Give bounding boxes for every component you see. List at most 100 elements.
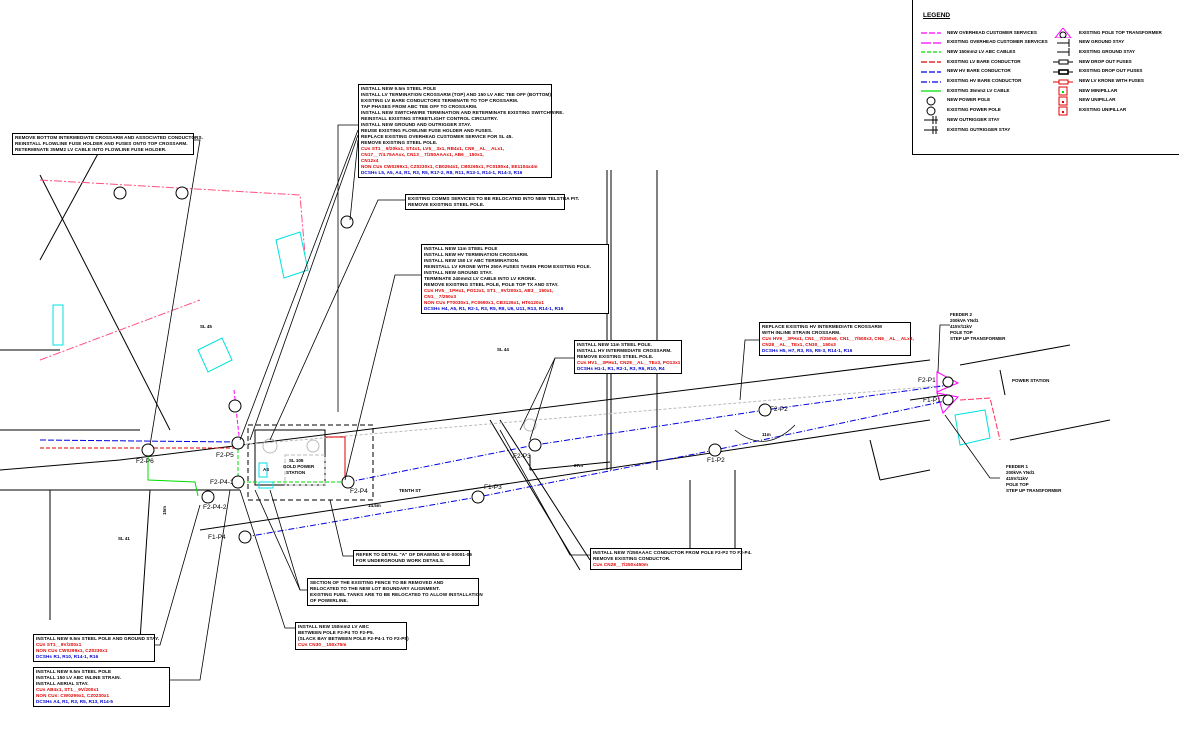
feeder-2-line: STEP UP TRANSFORMER [950,336,1006,341]
note-line: INSTALL LV TERMINATION CROSSARM (TOP) AN… [361,92,553,97]
conductors [39,179,1001,538]
legend-label: EXISTING OUTRIGGER STAY [947,126,1011,132]
note-line: INSTALL NEW 11m STEEL POLE [424,246,498,251]
legend-line-icon [921,57,941,65]
note-line: CN28__AL__TEx1, CN30__150x3 [762,342,836,347]
note-line: REMOVE EXISTING STEEL POLE. [361,140,438,145]
legend-label: NEW OVERHEAD CUSTOMER SERVICES [947,29,1037,35]
note-line: NON CUs CW0299x1, CZ0230x1 [36,648,108,653]
legend-item: EXISTING DROP OUT FUSES [1053,67,1142,75]
pole-f1-p3 [471,490,485,504]
note-line: FOR UNDERGROUND WORK DETAILS. [356,558,445,563]
legend-item: EXISTING HV BARE CONDUCTOR [921,77,1021,85]
legend-line-icon [921,47,941,55]
note-replace-crossarm: REPLACE EXISTING HV INTERMEDIATE CROSSAR… [759,322,914,356]
pole-top-transformers [936,371,960,414]
feeder-1-line: FEEDER 1 [1006,464,1029,469]
note-line: INSTALL NEW 7/250AAAC CONDUCTOR FROM POL… [593,550,752,555]
legend-circle-icon [921,96,941,106]
note-line: EXISTING LV BARE CONDUCTORS TERMINATE TO… [361,98,519,103]
legend-item: NEW MINIPILLAR [1053,86,1117,96]
note-line: REFER TO DETAIL "A" OF DRAWING W-E-00001… [356,552,473,557]
pole-label-f2-p4-1: F2-P4-1 [210,479,234,486]
note-line: INSTALL NEW 9.5m STEEL POLE AND GROUND S… [36,636,160,641]
note-line: DCSHs R1, R10, R14-1, R16 [36,654,99,659]
note-line: INSTALL NEW GROUND AND OUTRIGGER STAY. [361,122,472,127]
legend-pillar-icon [1053,86,1073,96]
note-line: REPLACE EXISTING OVERHEAD CUSTOMER SERVI… [361,134,513,139]
pole-f2-p4-2 [201,490,215,504]
legend-pillar-icon [1053,96,1073,106]
legend-label: EXISTING OVERHEAD CUSTOMER SERVICES [947,39,1048,45]
note-install-11m-intermediate: INSTALL NEW 11m STEEL POLE.INSTALL HV IN… [574,340,682,374]
lot-boundaries [0,149,1111,641]
note-line: DCSHs L5, A5, A4, R1, R3, R5, R17-2, R8,… [361,170,523,175]
legend-label: NEW LV KRONE WITH FUSES [1079,78,1144,83]
note-line: CUs CN30__150x75m [298,642,347,647]
feeder-1-label: FEEDER 1 200kVA YNd1 415V/11kV POLE TOP … [1006,464,1061,494]
overhead-service-line [39,179,306,256]
as-label: AS [263,467,270,472]
pole-f2-p4-1 [231,475,245,489]
feeder-1-line: STEP UP TRANSFORMER [1006,488,1062,493]
legend-label: NEW 150mm2 LV ABC CABLES [947,48,1016,54]
note-line: INSTALL NEW HV TERMINATION CROSSARM. [424,252,529,257]
leader-lines [149,124,1000,681]
legend-label: NEW OUTRIGGER STAY [947,116,1000,122]
legend-item: EXISTING GROUND STAY [1053,47,1135,57]
legend-item: EXISTING 35mm2 LV CABLE [921,86,1009,94]
note-line: CUs AB4x1, ST1__9V/200x1 [36,687,99,692]
feeder-2-hv-line [347,384,951,483]
note-line: REMOVE BOTTOM INTERMEDIATE CROSSARM AND … [15,135,203,140]
pole-f1-p2 [708,443,722,457]
legend-line-icon [921,77,941,85]
lot-label-sl45: SL 45 [200,324,212,329]
note-line: REINSTALL FLOWLINE FUSE HOLDER AND FUSES… [15,141,188,146]
note-line: CUs HV9__3PHx1, CN1__7/250x6, CN1__7/500… [762,336,914,341]
pole-label-f2-p1: F2-P1 [918,377,936,384]
legend-fuse-icon [1053,77,1073,85]
note-line: INSTALL NEW GROUND STAY. [424,270,493,275]
power-station-label: POWER STATION [1012,378,1050,383]
legend-label: NEW UNIPILLAR [1079,97,1116,103]
dim-14-5m: 14.5m [368,503,381,508]
feeder-2-label: FEEDER 2 200kVA YNd1 415V/11kV POLE TOP … [950,312,1005,342]
pole-f2-p2 [758,403,772,417]
legend-label: EXISTING POWER POLE [947,107,1001,113]
lot-label-sl105: SL 105 [289,458,304,463]
note-line: INSTALL 150 LV ABC INLINE STRAIN. [36,675,122,680]
note-line: EXISTING COMMS SERVICES TO BE RELOCATED … [408,196,580,201]
legend-line-icon [921,28,941,36]
note-line: DCSHs H5, H7, R3, R5, R8-3, R14-1, R16 [762,348,853,353]
note-line: INSTALL NEW 150mm2 LV ABC [298,624,369,629]
detail-a-boundary [247,424,374,501]
legend-line-icon [921,67,941,75]
poles [113,186,772,544]
pole-label-f2-p6: F2-P6 [136,458,154,465]
note-line: (SLACK BAY BETWEEN POLE F2-P4-1 TO F2-P5… [298,636,409,641]
legend-label: EXISTING DROP OUT FUSES [1079,68,1143,74]
legend-line-icon [921,86,941,94]
dim-27m: 27m [574,463,584,468]
note-line: DCSHs A4, R1, R3, R5, R13, R14-5 [36,699,114,704]
note-line: REMOVE EXISTING STEEL POLE. [577,354,654,359]
legend-item: EXISTING LV BARE CONDUCTOR [921,57,1021,65]
note-fence-section: SECTION OF THE EXISTING FENCE TO BE REMO… [307,578,483,606]
legend-stay-icon [1053,47,1073,57]
dim-15m: 15m [162,505,168,516]
lot-label-gold-power: GOLD POWER [283,464,315,469]
feeder-2-line: 200kVA YNd1 [950,318,979,323]
note-line: CUs ST1__9V/200x1 [36,642,82,647]
legend-item: NEW UNIPILLAR [1053,96,1116,106]
legend-transformer-icon [1053,27,1073,39]
legend-item: NEW OVERHEAD CUSTOMER SERVICES [921,28,1037,36]
note-line: INSTALL NEW 150 LV ABC TERMINATION. [424,258,520,263]
feeder-1-line: POLE TOP [1006,482,1029,487]
note-line: INSTALL NEW 11m STEEL POLE. [577,342,652,347]
legend-fuse2-icon [1053,67,1073,75]
legend-outrigger-icon [921,125,941,134]
